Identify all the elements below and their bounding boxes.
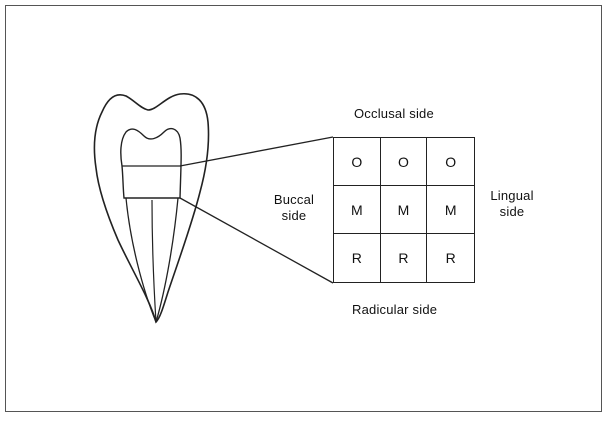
- radicular-side-label: Radicular side: [352, 302, 437, 318]
- occlusal-side-label: Occlusal side: [354, 106, 434, 122]
- lingual-label-line2: side: [482, 204, 542, 220]
- root-canal-center: [152, 200, 156, 322]
- grid-cell-radicular-3: R: [427, 234, 474, 282]
- grid-cell-occlusal-3: O: [427, 138, 474, 186]
- buccal-label-line2: side: [270, 208, 318, 224]
- section-grid: O O O M M M R R R: [333, 137, 475, 283]
- buccal-label-line1: Buccal: [270, 192, 318, 208]
- pulp-chamber-outline: [121, 129, 181, 198]
- grid-cell-radicular-1: R: [334, 234, 381, 282]
- grid-cell-occlusal-2: O: [381, 138, 428, 186]
- root-canal-right: [156, 198, 178, 322]
- grid-cell-radicular-2: R: [381, 234, 428, 282]
- grid-cell-occlusal-1: O: [334, 138, 381, 186]
- grid-cell-middle-1: M: [334, 186, 381, 234]
- grid-cell-middle-2: M: [381, 186, 428, 234]
- lingual-label-line1: Lingual: [482, 188, 542, 204]
- lingual-side-label: Lingual side: [482, 188, 542, 220]
- grid-cell-middle-3: M: [427, 186, 474, 234]
- buccal-side-label: Buccal side: [270, 192, 318, 224]
- zoom-line-top: [180, 137, 333, 166]
